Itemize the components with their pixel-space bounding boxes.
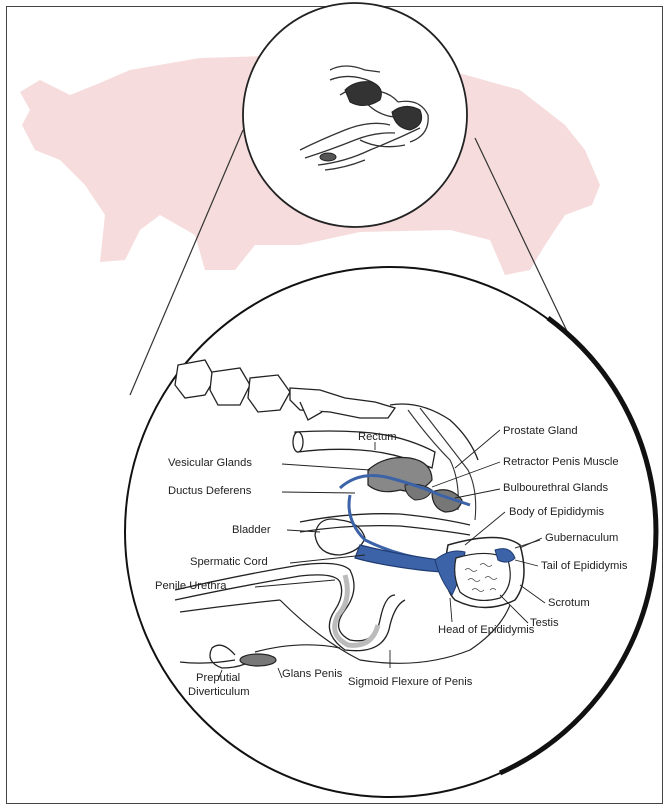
label-ductus-deferens: Ductus Deferens xyxy=(168,485,251,497)
label-glans-penis: Glans Penis xyxy=(282,668,342,680)
label-head-of-epididymis: Head of Epididymis xyxy=(438,624,534,636)
label-tail-of-epididymis: Tail of Epididymis xyxy=(541,560,627,572)
label-preputial: Preputial xyxy=(196,672,240,684)
label-bulbourethral-glands: Bulbourethral Glands xyxy=(503,482,608,494)
label-bladder: Bladder xyxy=(232,524,271,536)
label-rectum: Rectum xyxy=(358,431,397,443)
label-diverticulum: Diverticulum xyxy=(188,686,250,698)
label-scrotum: Scrotum xyxy=(548,597,590,609)
label-retractor-penis-muscle: Retractor Penis Muscle xyxy=(503,456,619,468)
label-sigmoid-flexure: Sigmoid Flexure of Penis xyxy=(348,676,472,688)
glans-penis xyxy=(240,654,276,666)
label-spermatic-cord: Spermatic Cord xyxy=(190,556,268,568)
label-body-of-epididymis: Body of Epididymis xyxy=(509,506,604,518)
label-prostate-gland: Prostate Gland xyxy=(503,425,578,437)
small-inset-circle xyxy=(243,3,467,227)
small-inset-glans xyxy=(320,153,336,161)
label-penile-urethra: Penile Urethra xyxy=(155,580,227,592)
label-vesicular-glands: Vesicular Glands xyxy=(168,457,252,469)
small-inset-gland xyxy=(345,82,381,106)
label-gubernaculum: Gubernaculum xyxy=(545,532,618,544)
